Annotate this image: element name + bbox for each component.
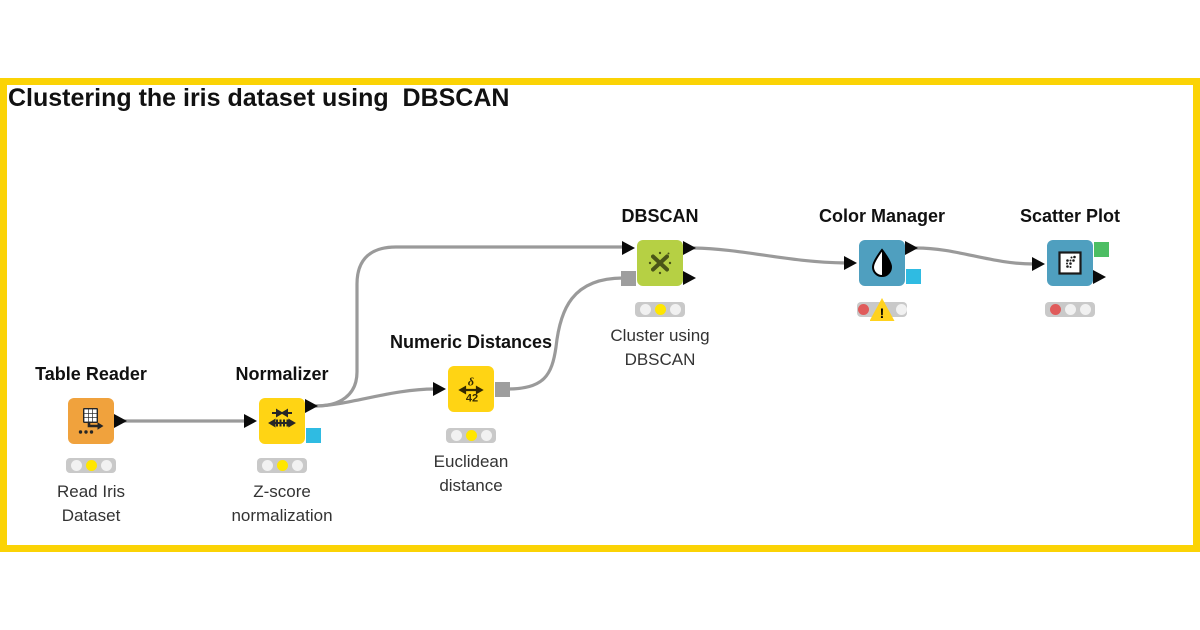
numeric-distances-output-port[interactable]: [495, 382, 510, 397]
scatter-plot-data-output-port[interactable]: [1093, 270, 1106, 284]
scatter-dots-icon: [1058, 251, 1082, 275]
node-body-numeric-distances[interactable]: δ 42: [448, 366, 494, 412]
color-manager-input-port[interactable]: [844, 256, 857, 270]
node-dbscan: DBSCAN Cluster using DBSCAN: [610, 206, 709, 369]
workflow-annotation-frame[interactable]: [0, 78, 1200, 552]
connection-color-manager-scatter-plot[interactable]: [914, 246, 1036, 266]
node-title-numeric-distances: Numeric Distances: [389, 332, 553, 352]
node-body-table-reader[interactable]: [68, 398, 114, 444]
node-body-normalizer[interactable]: [259, 398, 305, 444]
node-title-color-manager: Color Manager: [818, 206, 946, 226]
numeric-distances-annotation[interactable]: Euclidean distance: [433, 452, 509, 495]
node-title-normalizer: Normalizer: [235, 364, 329, 384]
node-numeric-distances: Numeric Distances δ 42 Euclidean distanc…: [390, 332, 552, 495]
svg-text:δ: δ: [468, 375, 474, 389]
scatter-plot-image-output-port[interactable]: [1094, 242, 1109, 257]
dbscan-output-port-bottom[interactable]: [683, 271, 696, 285]
dbscan-traffic-light: [635, 302, 685, 317]
normalizer-model-output-port[interactable]: [306, 428, 321, 443]
normalizer-axis-icon: [268, 408, 296, 428]
node-table-reader: Table Reader Read Iris Dataset: [35, 364, 147, 525]
table-reader-traffic-light: [66, 458, 116, 473]
color-manager-traffic-light: !: [857, 298, 907, 321]
table-grid-arrow-icon: [78, 408, 104, 434]
normalizer-input-port[interactable]: [244, 414, 257, 428]
node-title-table-reader: Table Reader: [35, 364, 147, 384]
workflow-title: Clustering the iris dataset using DBSCAN: [8, 84, 510, 112]
connection-normalizer-numeric-distances[interactable]: [314, 387, 437, 408]
dbscan-annotation[interactable]: Cluster using DBSCAN: [610, 326, 710, 369]
svg-text:42: 42: [466, 393, 478, 405]
node-body-dbscan[interactable]: [637, 240, 683, 286]
connection-numeric-distances-dbscan[interactable]: [506, 276, 625, 391]
table-reader-output-port[interactable]: [114, 414, 127, 428]
node-body-color-manager[interactable]: [859, 240, 905, 286]
normalizer-annotation[interactable]: Z-score normalization: [231, 482, 333, 525]
node-title-dbscan: DBSCAN: [621, 206, 699, 226]
color-manager-data-output-port[interactable]: [905, 241, 918, 255]
node-normalizer: Normalizer Z-score normalization: [231, 364, 332, 525]
dbscan-distance-input-port[interactable]: [621, 271, 636, 286]
node-scatter-plot: Scatter Plot: [1020, 206, 1120, 317]
node-color-manager: Color Manager !: [819, 206, 945, 321]
scatter-plot-input-port[interactable]: [1032, 257, 1045, 271]
scatter-plot-traffic-light: [1045, 302, 1095, 317]
dbscan-output-port-top[interactable]: [683, 241, 696, 255]
normalizer-traffic-light: [257, 458, 307, 473]
dbscan-data-input-port[interactable]: [622, 241, 635, 255]
crossed-wands-icon: [648, 251, 672, 275]
delta-42-distance-icon: δ 42: [458, 375, 484, 405]
normalizer-data-output-port[interactable]: [305, 399, 318, 413]
numeric-distances-traffic-light: [446, 428, 496, 443]
node-body-scatter-plot[interactable]: [1047, 240, 1093, 286]
node-title-scatter-plot: Scatter Plot: [1019, 206, 1121, 226]
numeric-distances-input-port[interactable]: [433, 382, 446, 396]
color-manager-model-output-port[interactable]: [906, 269, 921, 284]
connection-dbscan-color-manager[interactable]: [692, 246, 848, 265]
droplet-icon: [871, 248, 893, 277]
table-reader-annotation[interactable]: Read Iris Dataset: [56, 482, 126, 525]
